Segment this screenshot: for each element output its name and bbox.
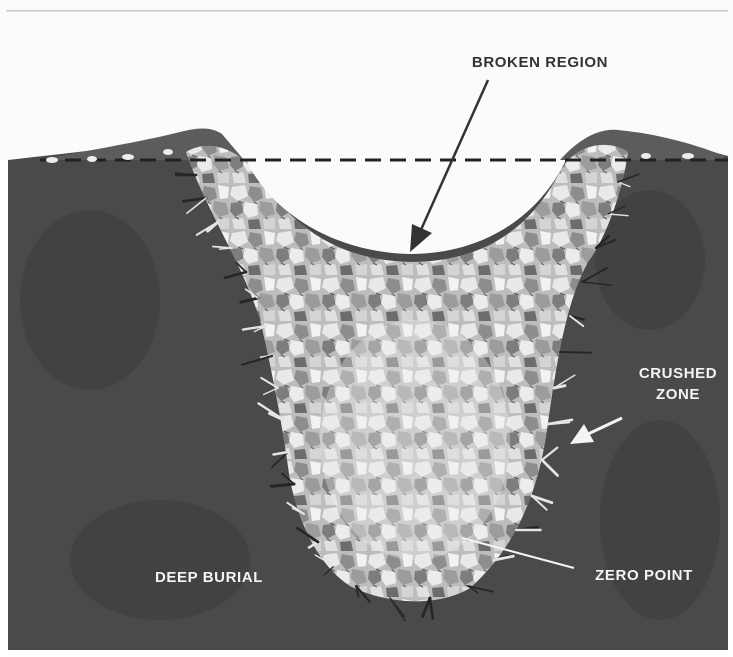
zero-point-label: ZERO POINT: [595, 567, 693, 584]
deep-burial-label: DEEP BURIAL: [155, 569, 263, 586]
top-border-line: [6, 10, 728, 12]
crushed-zone-label-line2: ZONE: [656, 386, 700, 403]
fracture-shard: [560, 352, 591, 353]
broken-region-label: BROKEN REGION: [472, 54, 608, 71]
crushed-zone-label-line1: CRUSHED: [639, 365, 717, 382]
